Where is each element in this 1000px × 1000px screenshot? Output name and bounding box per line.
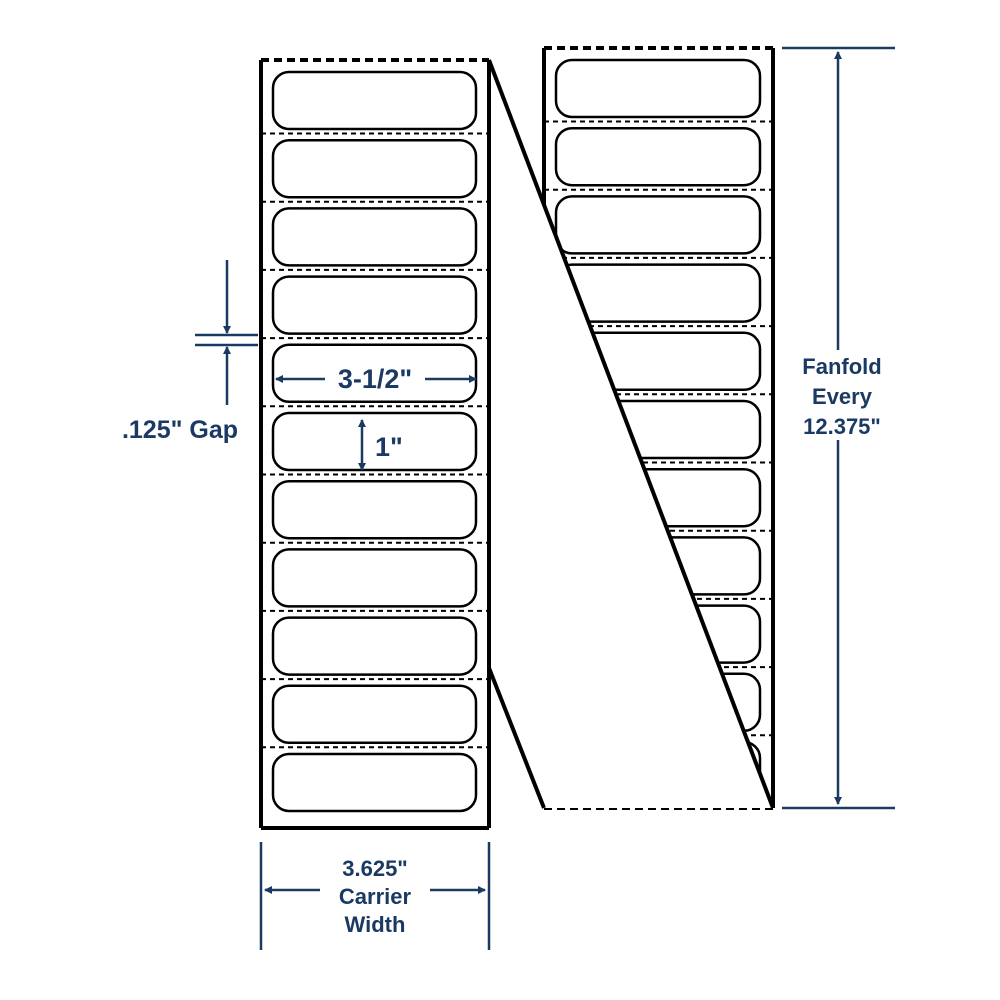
fanfold-label-2: Every xyxy=(812,384,873,409)
label xyxy=(271,411,478,472)
fold-line-lower xyxy=(487,667,546,809)
label xyxy=(271,548,478,608)
label xyxy=(554,126,762,187)
carrier-width-label-1: 3.625" xyxy=(342,856,407,881)
label xyxy=(554,195,762,255)
gap-dimension xyxy=(195,260,258,405)
label xyxy=(271,752,478,813)
fanfold-label-3: 12.375" xyxy=(803,414,881,439)
label xyxy=(271,479,478,540)
label xyxy=(271,684,478,745)
label xyxy=(271,616,478,676)
label xyxy=(271,343,478,404)
carrier-width-label-2: Carrier xyxy=(339,884,412,909)
label-width: 3-1/2" xyxy=(338,364,412,394)
label xyxy=(271,207,478,267)
carrier-width-label-3: Width xyxy=(345,912,406,937)
label xyxy=(271,275,478,335)
label xyxy=(271,70,478,131)
label xyxy=(271,138,478,199)
gap-label: .125" Gap xyxy=(122,416,238,444)
label-height: 1" xyxy=(375,432,403,462)
fanfold-dimension xyxy=(782,46,895,810)
fold-line xyxy=(487,59,775,809)
carrier-width-dimension xyxy=(259,842,491,950)
fanfold-label-1: Fanfold xyxy=(802,354,881,379)
label xyxy=(554,58,762,119)
label-strip xyxy=(259,58,491,830)
